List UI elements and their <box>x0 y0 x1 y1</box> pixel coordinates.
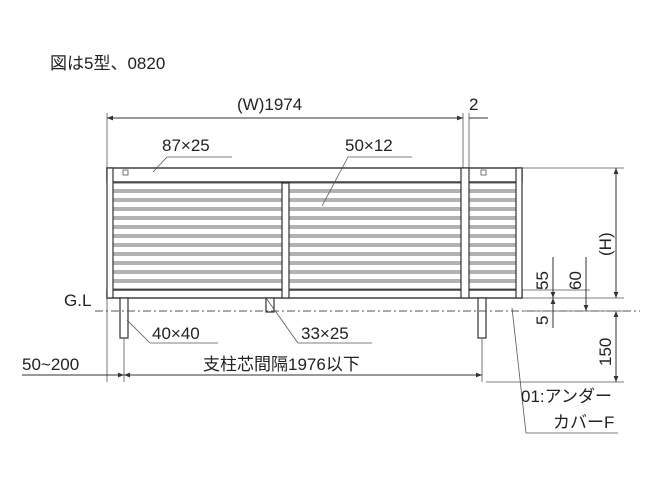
dim-60-label: 60 <box>566 271 585 290</box>
bottom-rail <box>106 289 523 299</box>
slat-label: 50×12 <box>345 136 393 155</box>
post-pitch-label: 支柱芯間隔1976以下 <box>203 355 360 374</box>
slat <box>106 218 523 227</box>
top-rail-leader <box>152 156 168 173</box>
post-label: 40×40 <box>152 324 200 343</box>
panel-middle-stile <box>281 182 290 299</box>
width-label: (W)1974 <box>237 95 302 114</box>
slat-leader <box>321 156 349 207</box>
slat <box>106 263 523 272</box>
slat <box>106 281 523 290</box>
slat <box>106 227 523 236</box>
under-cover-label-line1: 01:アンダー <box>521 387 612 406</box>
dim-5-label: 5 <box>533 316 552 325</box>
dim-55-label: 55 <box>533 271 552 290</box>
top-rail-hole-right <box>480 169 487 176</box>
under-cover-label-line2: カバーF <box>553 413 614 432</box>
embed-label: 150 <box>596 338 615 366</box>
drawing-caption: 図は5型、0820 <box>50 54 165 73</box>
slats <box>106 182 523 290</box>
ground-post-left-stub <box>265 297 275 313</box>
slat <box>106 236 523 245</box>
bottom-rail-leader <box>265 297 299 344</box>
bottom-rail-label: 33×25 <box>301 324 349 343</box>
panel-left-stile <box>106 167 114 299</box>
slat <box>106 245 523 254</box>
offset-label: 50~200 <box>22 355 79 374</box>
ground-line-label: G.L <box>64 291 91 310</box>
ground-post-right <box>477 297 487 339</box>
top-rail-hole-left <box>122 169 129 176</box>
panel-joint-stile <box>460 167 470 299</box>
height-label: (H) <box>596 232 615 256</box>
slat <box>106 200 523 209</box>
slat <box>106 272 523 281</box>
under-cover-leader <box>511 307 527 434</box>
slat <box>106 191 523 200</box>
ground-post-left <box>119 297 129 339</box>
panel-right-stile <box>515 167 523 299</box>
slat <box>106 254 523 263</box>
slat <box>106 209 523 218</box>
post-leader <box>126 319 151 344</box>
top-rail <box>106 167 523 183</box>
top-rail-label: 87×25 <box>162 136 210 155</box>
slat <box>106 182 523 191</box>
gap-label: 2 <box>469 95 478 114</box>
